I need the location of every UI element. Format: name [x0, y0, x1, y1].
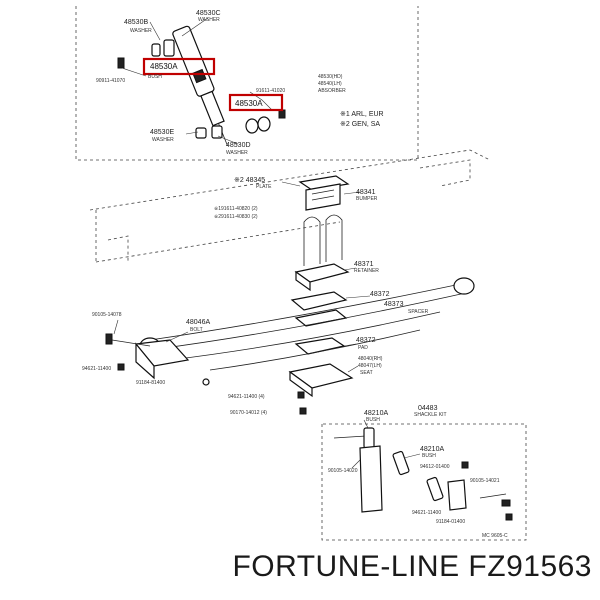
label-48046a: 48046A — [186, 319, 210, 326]
label-48341: 48341 — [356, 189, 376, 196]
label-48530-hd: 48530(HD) — [318, 74, 343, 80]
highlight-48530a-top — [142, 57, 216, 76]
label-94621-3: 94621-11400 — [412, 510, 441, 516]
label-plate: PLATE — [256, 184, 272, 190]
bumper-plate: ※2 48345 PLATE 48341 BUMPER ※191611-4082… — [214, 175, 378, 220]
label-absorber: ABSORBER — [318, 88, 346, 94]
label-spacer: SPACER — [408, 309, 429, 315]
note-2: ※2 GEN, SA — [340, 121, 380, 128]
note-1: ※1 ARL, EUR — [340, 111, 384, 118]
label-48345: ※2 48345 — [234, 177, 265, 184]
label-90170: 90170-14012 (4) — [230, 410, 267, 416]
u-bolt-nuts: 94621-11400 (4) 90170-14012 (4) — [228, 391, 307, 416]
label-48371: 48371 — [354, 261, 374, 268]
label-48372-b: 48372 — [356, 337, 376, 344]
label-48530a-bottom: 48530A — [235, 99, 263, 108]
top-washer-bush — [117, 39, 175, 69]
label-washer-d: WASHER — [226, 150, 248, 156]
label-pad: PAD — [358, 345, 368, 351]
label-91184-2: 91184-01400 — [436, 519, 465, 525]
frame-rail — [89, 149, 491, 263]
label-bush-2: BUSH — [366, 417, 380, 423]
label-48530c: 48530C — [196, 10, 221, 17]
label-94621-2: 94621-11400 (4) — [228, 394, 265, 400]
highlight-48530a-bottom — [228, 93, 284, 112]
label-91611-2: ※191611-40820 (2) — [214, 206, 258, 212]
label-ref: MC 9605-C — [482, 533, 508, 539]
shock-absorber-inset: 48530B WASHER 48530C WASHER 48530A BUSH … — [75, 6, 419, 161]
front-hanger: 90105-14078 48046A BOLT 94621-11400 9118… — [82, 312, 210, 386]
label-48372: 48372 — [370, 291, 390, 298]
spring-stack: 48371 RETAINER 48372 48373 SPACER 48372 … — [288, 261, 429, 398]
label-48210a-1: 48210A — [364, 410, 388, 417]
label-seat: SEAT — [360, 370, 373, 376]
label-91184: 91184-81400 — [136, 380, 165, 386]
label-48040: 48040(RH) — [358, 356, 383, 362]
u-bolts — [303, 214, 343, 266]
product-code: FORTUNE-LINE FZ91563 — [232, 550, 592, 583]
label-48530b: 48530B — [124, 19, 148, 26]
label-48373: 48373 — [384, 301, 404, 308]
label-48540: 48540(LH) — [318, 81, 342, 87]
label-bush-1: BUSH — [148, 74, 162, 80]
label-90105-2: 90105-14021 — [470, 478, 500, 484]
label-washer-top: WASHER — [130, 28, 152, 34]
label-90105-3: 90105-14020 — [328, 468, 358, 474]
label-91611-3: ※291611-40830 (2) — [214, 214, 258, 220]
label-washer-e: WASHER — [152, 137, 174, 143]
label-94621: 94621-11400 — [82, 366, 111, 372]
label-48530d: 48530D — [226, 142, 251, 149]
label-48530a-top: 48530A — [150, 62, 178, 71]
label-94612: 94612-01400 — [420, 464, 450, 470]
label-bumper: BUMPER — [356, 196, 378, 202]
shock-absorber — [172, 25, 228, 146]
label-bush-3: BUSH — [422, 453, 436, 459]
label-91611: 91611-41020 — [256, 88, 285, 94]
label-bolt: BOLT — [190, 327, 203, 333]
label-48530e: 48530E — [150, 129, 174, 136]
label-washer-c: WASHER — [198, 17, 220, 23]
label-04483: 04483 — [418, 405, 438, 412]
label-90105: 90105-14078 — [92, 312, 122, 318]
label-shackle-kit: SHACKLE KIT — [414, 412, 447, 418]
label-retainer: RETAINER — [354, 268, 379, 274]
label-48047: 48047(LH) — [358, 363, 382, 369]
bottom-bush — [195, 109, 286, 139]
label-90911: 90911-41070 — [96, 78, 125, 84]
label-48210a-2: 48210A — [420, 446, 444, 453]
shackle-kit-inset: 04483 SHACKLE KIT 48210A BUSH 48210A BUS… — [321, 405, 527, 541]
